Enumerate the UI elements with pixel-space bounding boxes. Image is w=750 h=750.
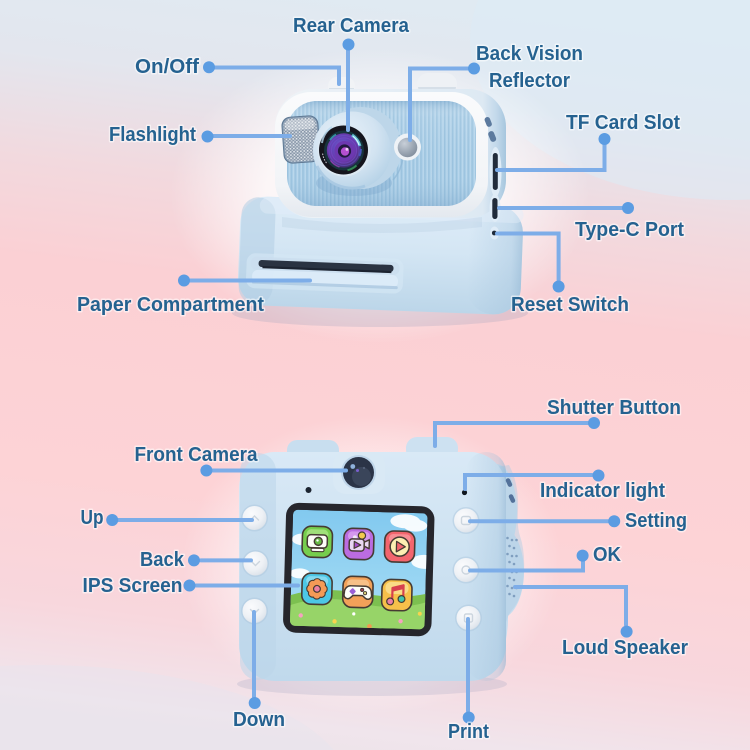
- svg-text:Reflector: Reflector: [489, 70, 570, 92]
- svg-text:Back: Back: [140, 549, 185, 571]
- svg-text:IPS Screen: IPS Screen: [83, 575, 183, 597]
- svg-text:Paper Compartment: Paper Compartment: [77, 294, 264, 316]
- svg-text:Rear Camera: Rear Camera: [293, 15, 410, 37]
- svg-text:OK: OK: [593, 544, 622, 566]
- svg-text:Loud Speaker: Loud Speaker: [562, 637, 688, 659]
- svg-text:Up: Up: [81, 507, 104, 529]
- svg-text:On/Off: On/Off: [135, 56, 199, 78]
- svg-text:Setting: Setting: [625, 510, 687, 532]
- svg-text:TF Card Slot: TF Card Slot: [566, 112, 680, 134]
- svg-text:Type-C Port: Type-C Port: [575, 219, 684, 241]
- svg-text:Indicator light: Indicator light: [540, 480, 665, 502]
- svg-text:Shutter Button: Shutter Button: [547, 397, 681, 419]
- svg-text:Down: Down: [233, 709, 285, 731]
- svg-text:Reset Switch: Reset Switch: [511, 294, 629, 316]
- svg-text:Flashlight: Flashlight: [109, 124, 196, 146]
- svg-text:Print: Print: [448, 721, 489, 743]
- svg-text:Back Vision: Back Vision: [476, 43, 583, 65]
- svg-text:Front Camera: Front Camera: [135, 444, 259, 466]
